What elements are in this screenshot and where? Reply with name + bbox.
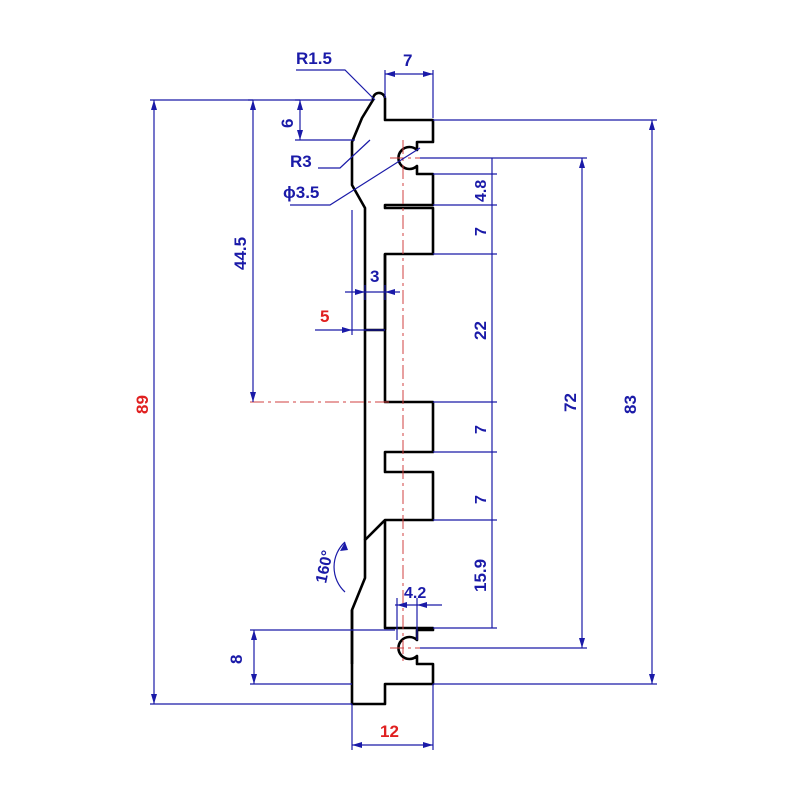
dimension-lines (150, 69, 657, 750)
label-slot-7-b: 7 (473, 425, 490, 434)
leader-hole (290, 147, 421, 206)
label-slot-22: 22 (471, 321, 490, 340)
label-angle: 160° (313, 549, 337, 585)
label-top-offset: 6 (278, 119, 297, 128)
label-base-width: 12 (380, 722, 399, 741)
label-outer-span: 83 (621, 395, 640, 414)
label-radius-inner: R3 (290, 152, 312, 171)
angle-arc (333, 541, 346, 593)
label-radius-top: R1.5 (296, 49, 332, 68)
label-slot-7-a: 7 (473, 227, 490, 236)
arrowheads (151, 71, 655, 748)
label-step-3: 3 (370, 267, 379, 286)
label-overall-height: 89 (133, 395, 152, 414)
dimension-labels: R1.5 7 6 R3 ϕ3.5 44.5 3 5 89 4.8 7 22 7 … (133, 49, 640, 741)
label-slot-15-9: 15.9 (471, 559, 490, 592)
profile-outline (350, 91, 435, 706)
leader-r1-5 (296, 69, 376, 101)
centerlines (250, 140, 420, 665)
label-top-width: 7 (403, 51, 412, 70)
label-slot-4-8: 4.8 (473, 180, 490, 202)
label-hole-diameter: ϕ3.5 (283, 183, 319, 202)
label-half-height: 44.5 (231, 237, 250, 270)
leader-r3 (318, 139, 371, 169)
label-slot-7-c: 7 (473, 495, 490, 504)
label-hole-span: 72 (561, 393, 580, 412)
label-bottom-offset: 8 (227, 655, 246, 664)
label-neck-width: 4.2 (404, 585, 426, 602)
label-step-5: 5 (320, 307, 329, 326)
